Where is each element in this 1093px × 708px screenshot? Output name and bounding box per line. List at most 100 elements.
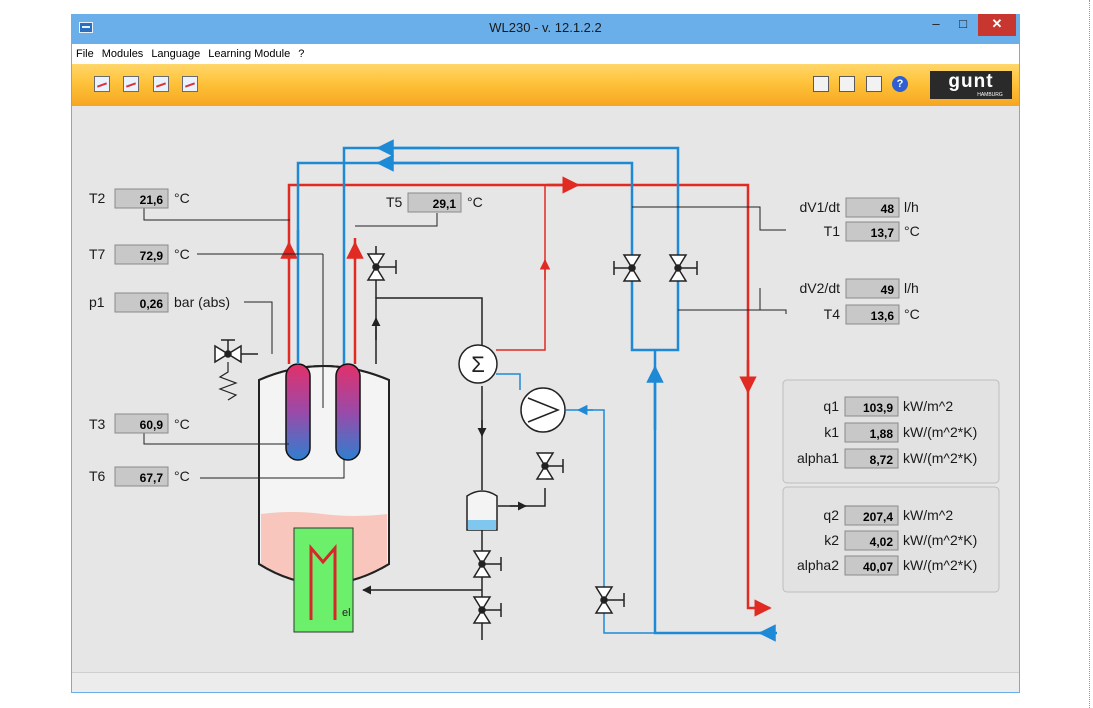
sensor-value: 13,7	[871, 226, 895, 240]
result-k2: k2 4,02 kW/(m^2*K)	[824, 530, 977, 551]
logo-subtext: HAMBURG	[977, 92, 1003, 98]
menu-learning-module[interactable]: Learning Module	[208, 48, 291, 60]
result-value: 8,72	[870, 453, 894, 467]
sensor-T4: T4 13,6 °C	[824, 304, 920, 325]
monitor-icon[interactable]	[839, 76, 855, 92]
menu-file[interactable]: File	[76, 48, 94, 60]
sensor-unit: °C	[174, 190, 190, 206]
sensor-T5: T5 29,1 °C	[386, 192, 483, 213]
title-bar[interactable]: WL230 - v. 12.1.2.2 – □ ✕	[71, 14, 1020, 44]
sensor-label: T1	[824, 223, 841, 239]
result-label: q1	[823, 398, 839, 414]
sensor-unit: °C	[174, 416, 190, 432]
sensor-p1: p1 0,26 bar (abs)	[89, 292, 230, 313]
process-schematic: el	[89, 139, 1000, 642]
value-box	[114, 292, 169, 313]
chart-icon[interactable]	[153, 76, 169, 92]
value-box	[844, 396, 899, 417]
sensor-value: 67,7	[140, 471, 164, 485]
close-button[interactable]: ✕	[978, 14, 1016, 36]
help-icon[interactable]: ?	[892, 76, 908, 92]
sensor-T1: T1 13,7 °C	[824, 221, 920, 242]
sensor-value: 72,9	[140, 249, 164, 263]
result-unit: kW/(m^2*K)	[903, 532, 977, 548]
result-label: k2	[824, 532, 839, 548]
spring-icon	[218, 362, 238, 401]
sensor-T2: T2 21,6 °C	[89, 188, 190, 209]
sensor-unit: bar (abs)	[174, 294, 230, 310]
toolbar: ? gunt HAMBURG	[72, 64, 1019, 106]
sensor-dV2: dV2/dt 49 l/h	[800, 278, 919, 299]
value-box	[844, 422, 899, 443]
sensor-value: 21,6	[140, 193, 164, 207]
menu-language[interactable]: Language	[151, 48, 201, 60]
result-alpha2: alpha2 40,07 kW/(m^2*K)	[797, 555, 977, 576]
sensor-label: T3	[89, 416, 106, 432]
value-box	[845, 221, 900, 242]
sensor-unit: °C	[904, 223, 920, 239]
sensor-label: T6	[89, 468, 106, 484]
result-k1: k1 1,88 kW/(m^2*K)	[824, 422, 977, 443]
condenser-symbol	[458, 344, 498, 384]
sensor-value: 29,1	[433, 197, 457, 211]
sensor-dV1: dV1/dt 48 l/h	[800, 197, 919, 218]
chart-icon[interactable]	[123, 76, 139, 92]
condenser-tube-2	[335, 363, 361, 461]
sensor-unit: °C	[904, 306, 920, 322]
sensor-value: 60,9	[140, 418, 164, 432]
sensor-T6: T6 67,7 °C	[89, 466, 190, 487]
result-value: 207,4	[863, 510, 893, 524]
result-unit: kW/(m^2*K)	[903, 424, 977, 440]
menu-bar: File Modules Language Learning Module?	[72, 44, 1019, 64]
result-value: 1,88	[870, 427, 894, 441]
value-box	[114, 188, 169, 209]
menu-help[interactable]: ?	[298, 48, 305, 60]
result-label: q2	[823, 507, 839, 523]
sensor-unit: l/h	[904, 280, 919, 296]
result-q2: q2 207,4 kW/m^2	[823, 505, 953, 526]
maximize-button[interactable]: □	[959, 16, 967, 31]
printer-icon[interactable]	[866, 76, 882, 92]
value-box	[844, 530, 899, 551]
value-box	[114, 413, 169, 434]
result-label: k1	[824, 424, 839, 440]
sensor-label: T5	[386, 194, 403, 210]
cooling-water-out	[280, 176, 772, 617]
value-box	[844, 448, 899, 469]
app-window: WL230 - v. 12.1.2.2 – □ ✕ File Modules Lan…	[71, 14, 1020, 693]
sensor-value: 0,26	[140, 297, 164, 311]
result-unit: kW/m^2	[903, 507, 953, 523]
sensor-value: 48	[881, 202, 895, 216]
chart-icon[interactable]	[94, 76, 110, 92]
sensor-leaders	[143, 206, 787, 479]
sensor-unit: °C	[467, 194, 483, 210]
result-alpha1: alpha1 8,72 kW/(m^2*K)	[797, 448, 977, 469]
result-unit: kW/m^2	[903, 398, 953, 414]
result-q1: q1 103,9 kW/m^2	[823, 396, 953, 417]
chart-icon[interactable]	[182, 76, 198, 92]
page-edge-rule	[1089, 0, 1090, 708]
menu-modules[interactable]: Modules	[101, 48, 144, 60]
vapor-line	[228, 246, 546, 640]
gunt-logo: gunt HAMBURG	[930, 71, 1012, 99]
sensor-label: p1	[89, 294, 105, 310]
value-box	[114, 244, 169, 265]
sensor-label: T7	[89, 246, 106, 262]
value-box	[845, 278, 900, 299]
sensor-unit: l/h	[904, 199, 919, 215]
valve-group[interactable]	[214, 253, 698, 624]
result-unit: kW/(m^2*K)	[903, 450, 977, 466]
value-box	[844, 555, 899, 576]
sensor-T3: T3 60,9 °C	[89, 413, 190, 434]
sensor-label: T4	[824, 306, 841, 322]
sensor-unit: °C	[174, 246, 190, 262]
sensor-label: dV2/dt	[800, 280, 841, 296]
clipboard-icon[interactable]	[813, 76, 829, 92]
sigma-glyph: Σ	[471, 352, 485, 377]
minimize-button[interactable]: –	[932, 16, 940, 31]
condenser-tube-1	[285, 363, 311, 461]
result-unit: kW/(m^2*K)	[903, 557, 977, 573]
heater-label: el	[342, 607, 351, 619]
app-icon[interactable]	[79, 22, 93, 33]
status-bar	[72, 672, 1019, 692]
